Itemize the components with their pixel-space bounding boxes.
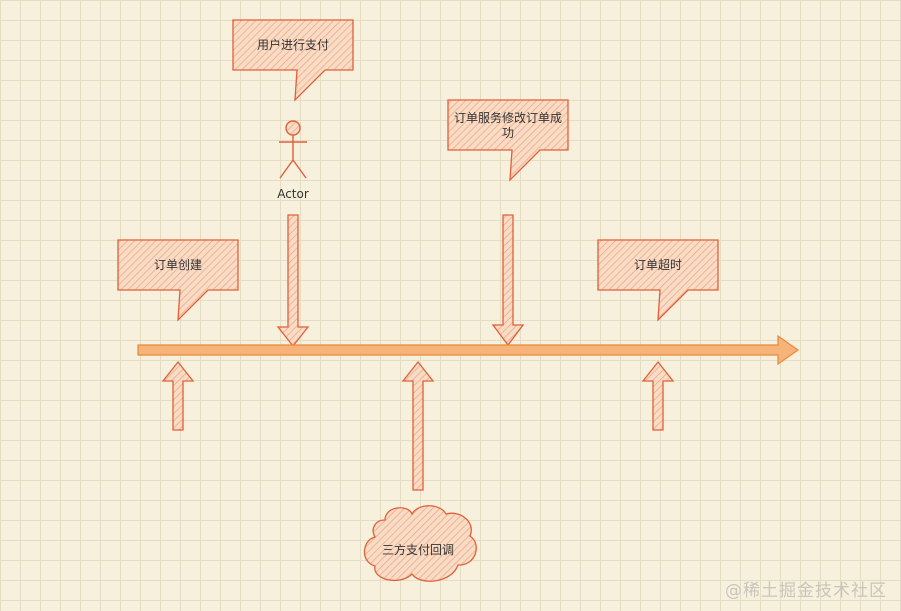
callout-order-create-label: 订单创建 (154, 258, 202, 272)
callout-modify-success: 订单服务修改订单成 功 (447, 99, 569, 182)
callout-order-timeout: 订单超时 (597, 239, 719, 322)
callout-user-pay-label: 用户进行支付 (257, 37, 329, 52)
down-arrow-order-service (491, 214, 525, 347)
cloud-label: 三方支付回调 (382, 542, 454, 557)
actor-head (285, 120, 301, 136)
actor-label: Actor (277, 187, 309, 201)
callout-modify-success-line1: 订单服务修改订单成 (454, 110, 562, 125)
up-arrow-order-timeout (641, 360, 675, 431)
down-arrow-payment (276, 214, 310, 348)
timeline-arrow (137, 334, 800, 366)
actor-left-leg (279, 159, 294, 179)
cloud-payment-callback: 三方支付回调 (363, 505, 477, 582)
up-arrow-payment-callback (401, 360, 435, 491)
actor-right-leg (292, 159, 307, 179)
callout-order-timeout-label: 订单超时 (634, 257, 682, 272)
callout-order-create: 订单创建 (117, 239, 239, 322)
watermark: @稀土掘金技术社区 (725, 581, 887, 601)
up-arrow-order-create (161, 360, 195, 431)
actor-figure (279, 120, 307, 179)
callout-modify-success-line2: 功 (502, 126, 514, 140)
callout-user-pay: 用户进行支付 (232, 19, 354, 102)
